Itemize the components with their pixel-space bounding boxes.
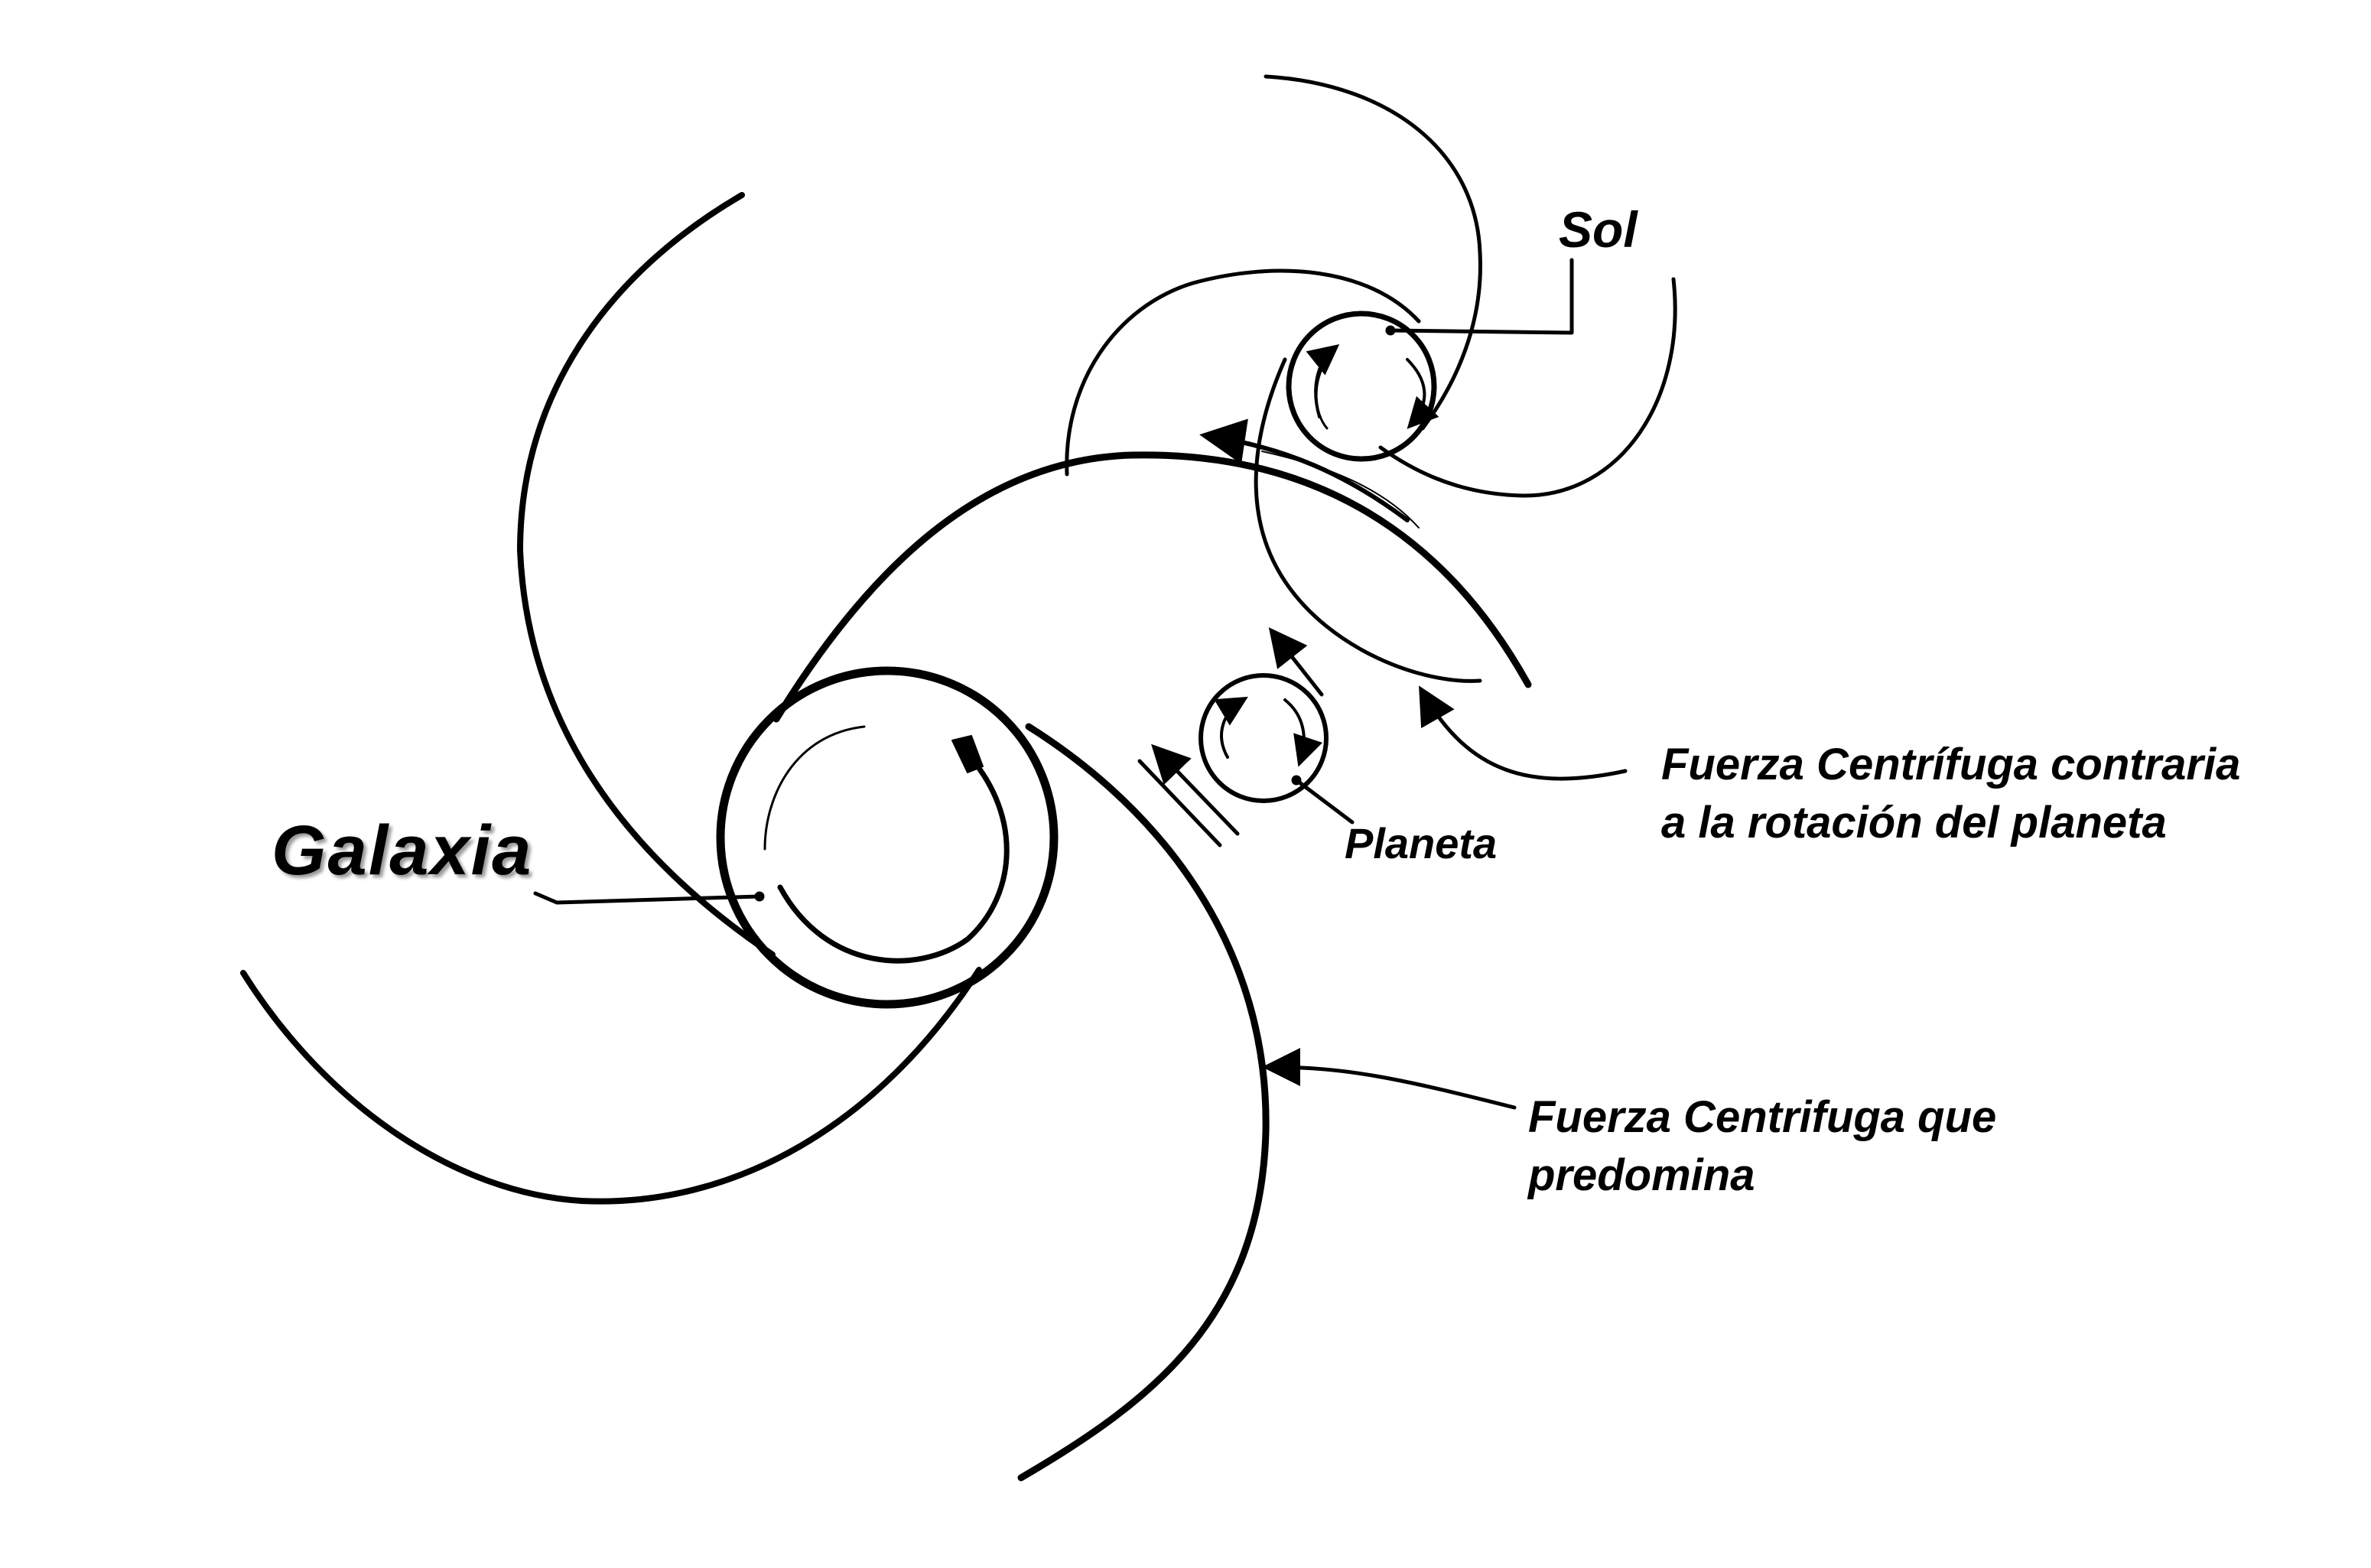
galaxy-arm-top — [772, 451, 1532, 723]
label-fuerza-contraria-line-2: a la rotación del planeta — [1661, 798, 2167, 847]
leader-dot-galaxia — [754, 891, 765, 902]
flow-arrow-planet-lower-1 — [1151, 743, 1240, 836]
galaxy-arm-lower-right — [1017, 723, 1270, 1482]
sun-arm-right — [1378, 277, 1677, 498]
planet-circle — [1199, 673, 1329, 803]
sun-arm-top — [1264, 74, 1482, 431]
galaxy-core-inner-arc — [763, 725, 866, 851]
flow-arrow-planet-lower-2 — [1137, 759, 1222, 847]
galaxy-arm-upper-left — [517, 192, 776, 958]
galaxy-core-circle — [716, 666, 1059, 1009]
sun-rotation-arrow-2 — [1406, 358, 1439, 429]
planet-rotation-arrow-1 — [1214, 696, 1248, 759]
leader-line-planeta — [1294, 778, 1355, 825]
label-fuerza-predomina: Fuerza Centrifuga que predomina — [1528, 1088, 1996, 1205]
flow-arrow-top — [1199, 418, 1410, 522]
label-galaxia: Galaxia — [272, 812, 533, 890]
label-fuerza-predomina-line-1: Fuerza Centrifuga que — [1528, 1092, 1997, 1142]
sun-circle — [1286, 311, 1437, 462]
label-fuerza-contraria-line-1: Fuerza Centrífuga contraria — [1661, 740, 2241, 789]
label-fuerza-contraria: Fuerza Centrífuga contraria a la rotació… — [1661, 736, 2240, 852]
leader-dot-planeta — [1291, 775, 1302, 786]
label-fuerza-predomina-line-2: predomina — [1528, 1150, 1755, 1200]
galaxy-rotation-arrow — [777, 743, 1010, 964]
sun-rotation-arrow-1 — [1306, 343, 1340, 418]
flow-arrow-top-thin — [1261, 451, 1420, 529]
planet-rotation-arrow-2 — [1283, 698, 1323, 767]
galaxy-arm-lower-left — [240, 967, 982, 1205]
sun-arm-bottom — [1254, 357, 1482, 683]
galaxy-rotation-arrowhead — [951, 735, 984, 773]
leader-line-sol — [1388, 258, 1574, 335]
callout-arrow-contraria — [1419, 685, 1628, 781]
callout-arrow-predomina — [1262, 1048, 1517, 1110]
label-planeta: Planeta — [1345, 819, 1498, 867]
label-sol: Sol — [1559, 201, 1638, 258]
leader-dot-sol — [1385, 325, 1396, 336]
flow-arrow-planet-upper — [1268, 627, 1324, 697]
leader-line-galaxia — [533, 891, 762, 905]
sun-arm-left — [1065, 268, 1421, 477]
